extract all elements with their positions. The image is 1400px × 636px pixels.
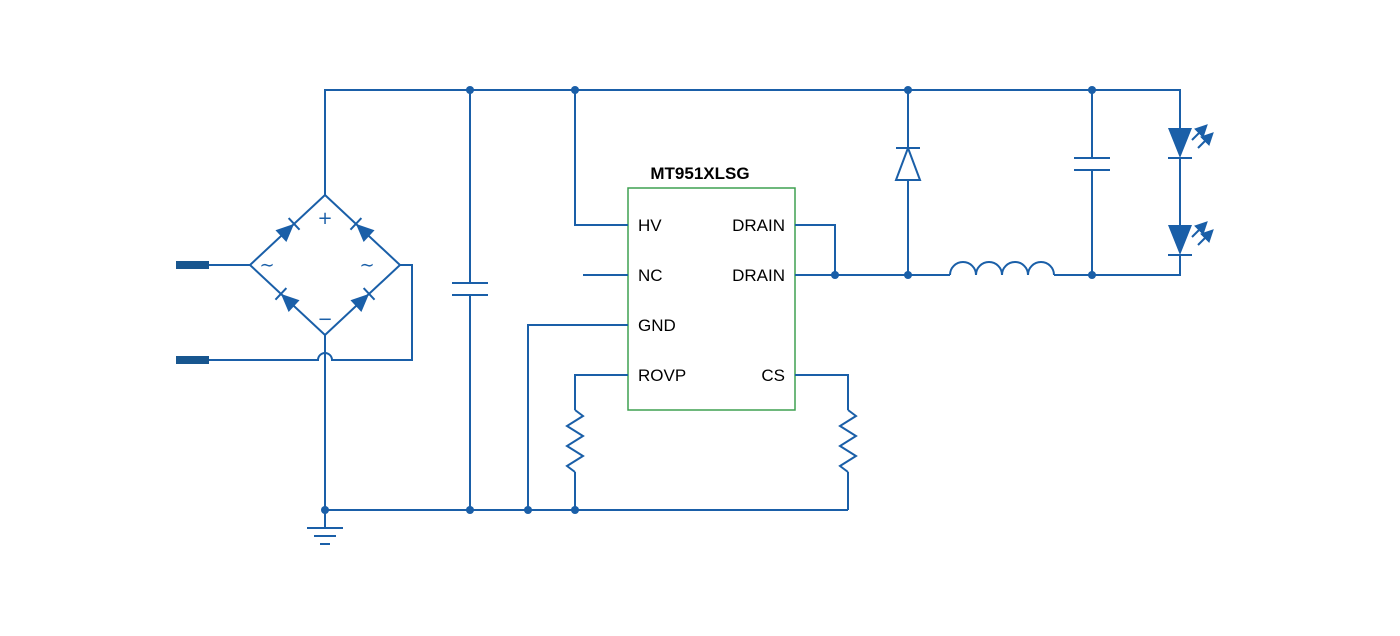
junction-dot: [904, 86, 912, 94]
input-capacitor: [452, 282, 488, 296]
led-1: [1168, 124, 1214, 159]
bridge-ac-right-label: ∼: [359, 255, 374, 276]
freewheel-diode: [894, 145, 922, 181]
wire-cs: [795, 374, 849, 510]
bridge-diode-top-right: [349, 217, 375, 242]
bridge-minus-label: −: [317, 309, 332, 330]
led-1-emission-arrows: [1191, 124, 1214, 149]
wire-hv: [574, 90, 628, 226]
led-2: [1168, 221, 1214, 256]
pin-label-rovp: ROVP: [638, 366, 686, 385]
junction-dot: [831, 271, 839, 279]
wire-drain-top: [795, 224, 836, 275]
junction-dot: [1088, 86, 1096, 94]
resistor-rovp: [565, 409, 585, 473]
wires: [209, 89, 1181, 511]
bridge-rectifier: + − ∼ ∼: [259, 208, 376, 330]
junction-dot: [524, 506, 532, 514]
junction-dot: [321, 506, 329, 514]
wire-rovp: [574, 374, 628, 510]
junction-dot: [571, 86, 579, 94]
junction-dot: [466, 86, 474, 94]
bridge-ac-left-label: ∼: [259, 255, 274, 276]
pin-label-nc: NC: [638, 266, 663, 285]
wire-top-rail: [324, 89, 1181, 195]
inductor: [949, 261, 1055, 276]
wire-gnd: [527, 324, 628, 510]
pin-label-gnd: GND: [638, 316, 676, 335]
resistor-cs: [838, 409, 858, 473]
bridge-diode-top-left: [275, 217, 301, 242]
pin-label-hv: HV: [638, 216, 662, 235]
pin-label-drain-1: DRAIN: [732, 216, 785, 235]
wire-output-node: [795, 255, 1181, 276]
bridge-diode-bottom-left: [274, 287, 300, 312]
junction-dot: [571, 506, 579, 514]
ground-symbol: [307, 510, 343, 545]
ic-body: [627, 187, 796, 411]
junction-dot: [904, 271, 912, 279]
wire-ac-neutral: [209, 264, 413, 361]
bridge-diode-bottom-right: [350, 287, 376, 312]
bridge-plus-label: +: [317, 208, 332, 229]
pin-label-drain-2: DRAIN: [732, 266, 785, 285]
led-2-emission-arrows: [1191, 221, 1214, 246]
pin-label-cs: CS: [761, 366, 785, 385]
junction-dot: [466, 506, 474, 514]
junction-dot: [1088, 271, 1096, 279]
ic-pin-labels: HV NC GND ROVP DRAIN DRAIN CS: [638, 216, 785, 385]
ac-terminal-neutral: [176, 356, 209, 364]
junction-dots: [321, 86, 1096, 514]
ac-terminal-live: [176, 261, 209, 269]
output-capacitor: [1074, 157, 1110, 171]
ic-title: MT951XLSG: [650, 164, 749, 183]
